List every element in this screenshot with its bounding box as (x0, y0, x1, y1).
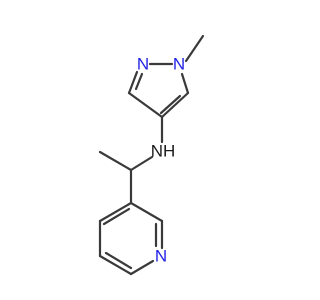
bond-n1-c5 (180, 72, 190, 95)
bond-py-c5-c6 (98, 254, 133, 276)
atom-label-amine-nh: NH (151, 142, 176, 161)
atom-label-pyrazole-n1: N (173, 55, 185, 74)
bond-c4-c3 (127, 91, 164, 119)
bond-nh-ch (129, 155, 154, 172)
bond-py-c3-c4 (98, 201, 133, 223)
bond-c5-c4 (160, 91, 190, 119)
bond-ch-ch3 (98, 150, 133, 172)
bond-n1-ch3 (184, 34, 205, 63)
molecule-canvas: N N NH N (98, 34, 205, 276)
atom-label-pyrazole-n2: N (137, 55, 149, 74)
bond-py-c3-c4-inner (102, 207, 131, 226)
molecule-structure: N N NH N (98, 34, 205, 276)
bond-py-c5-c6-inner (104, 251, 133, 270)
bond-c3-n2-inner (134, 72, 144, 91)
atom-label-pyridine-n: N (155, 247, 167, 266)
bond-py-c2-c3 (129, 201, 164, 223)
bond-c5-c4-inner (159, 94, 182, 115)
bond-c3-n2 (127, 70, 139, 95)
bond-py-c6-n (129, 259, 155, 276)
